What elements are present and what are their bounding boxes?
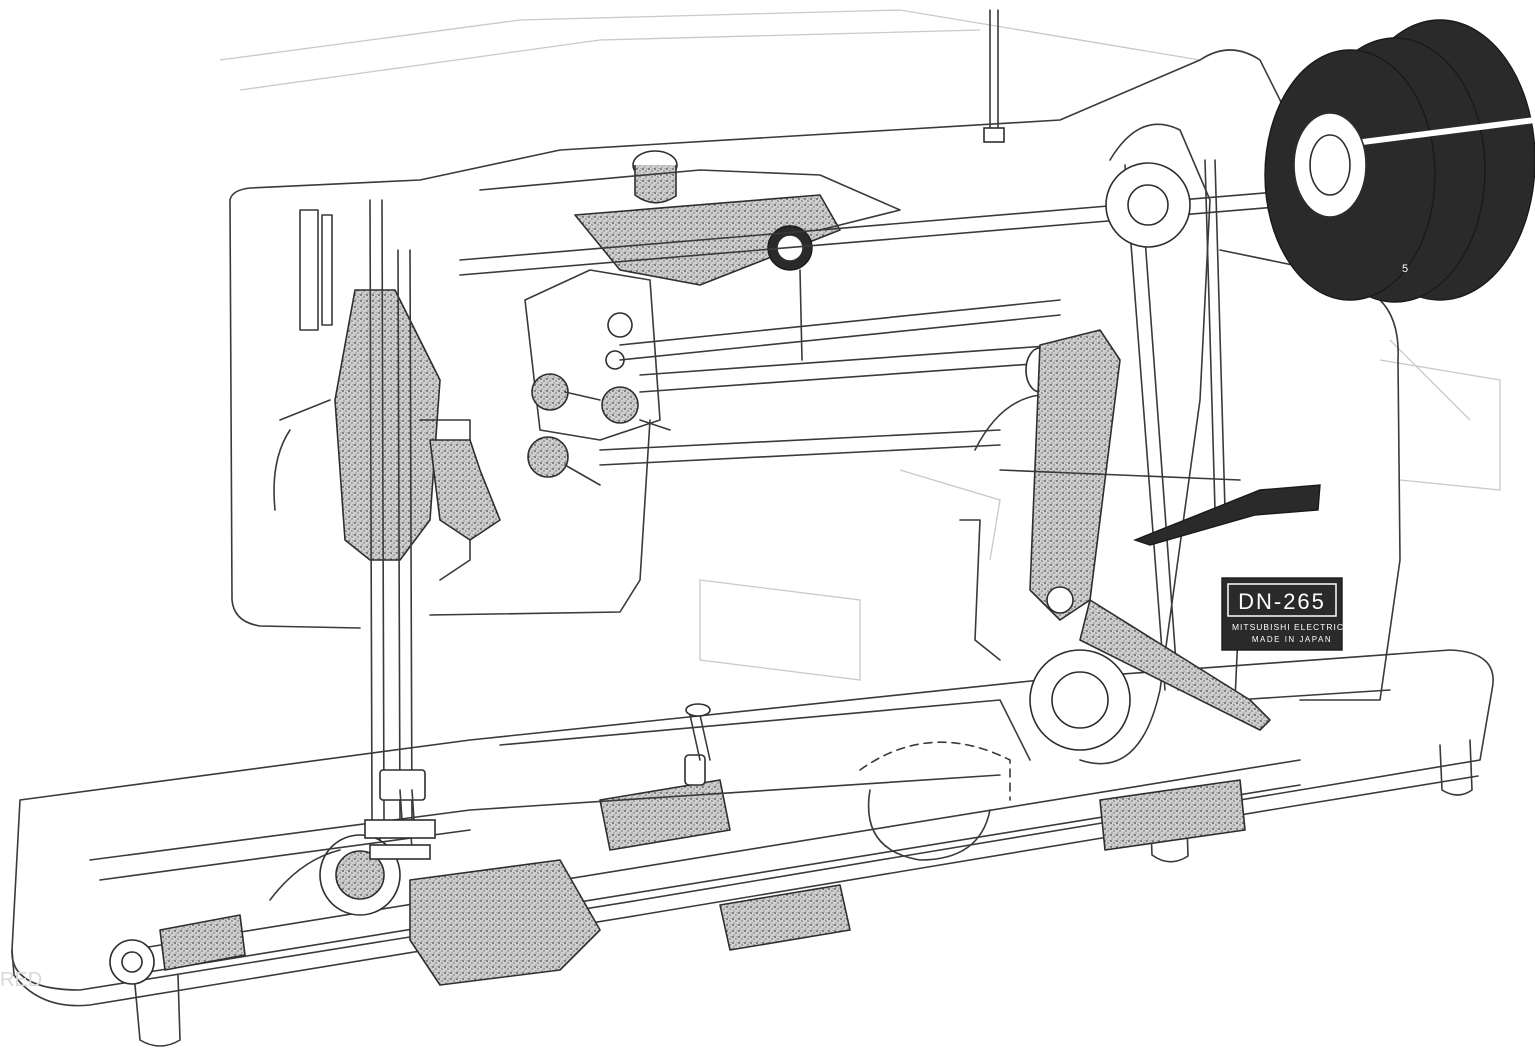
model-plate: DN-265 MITSUBISHI ELECTRIC MADE IN JAPAN	[1221, 577, 1344, 651]
machine-bed	[11, 649, 1494, 1047]
edge-text: RED	[0, 969, 42, 991]
model-number: DN-265	[1238, 589, 1326, 614]
handwheel: 5	[1264, 19, 1535, 303]
faceplate-mechanism	[273, 199, 501, 856]
thread-tension-assembly	[524, 269, 671, 486]
thread-stand-pin	[983, 9, 1005, 143]
origin-label: MADE IN JAPAN	[1252, 635, 1332, 644]
background-ghost-lines	[219, 9, 1501, 681]
timing-belt-drive	[999, 123, 1321, 765]
lower-shaft-assembly	[89, 703, 1301, 986]
pulley-mark: 5	[1402, 263, 1408, 275]
maker-name: MITSUBISHI ELECTRIC	[1232, 622, 1344, 632]
presser-foot-needle-area	[364, 789, 436, 860]
